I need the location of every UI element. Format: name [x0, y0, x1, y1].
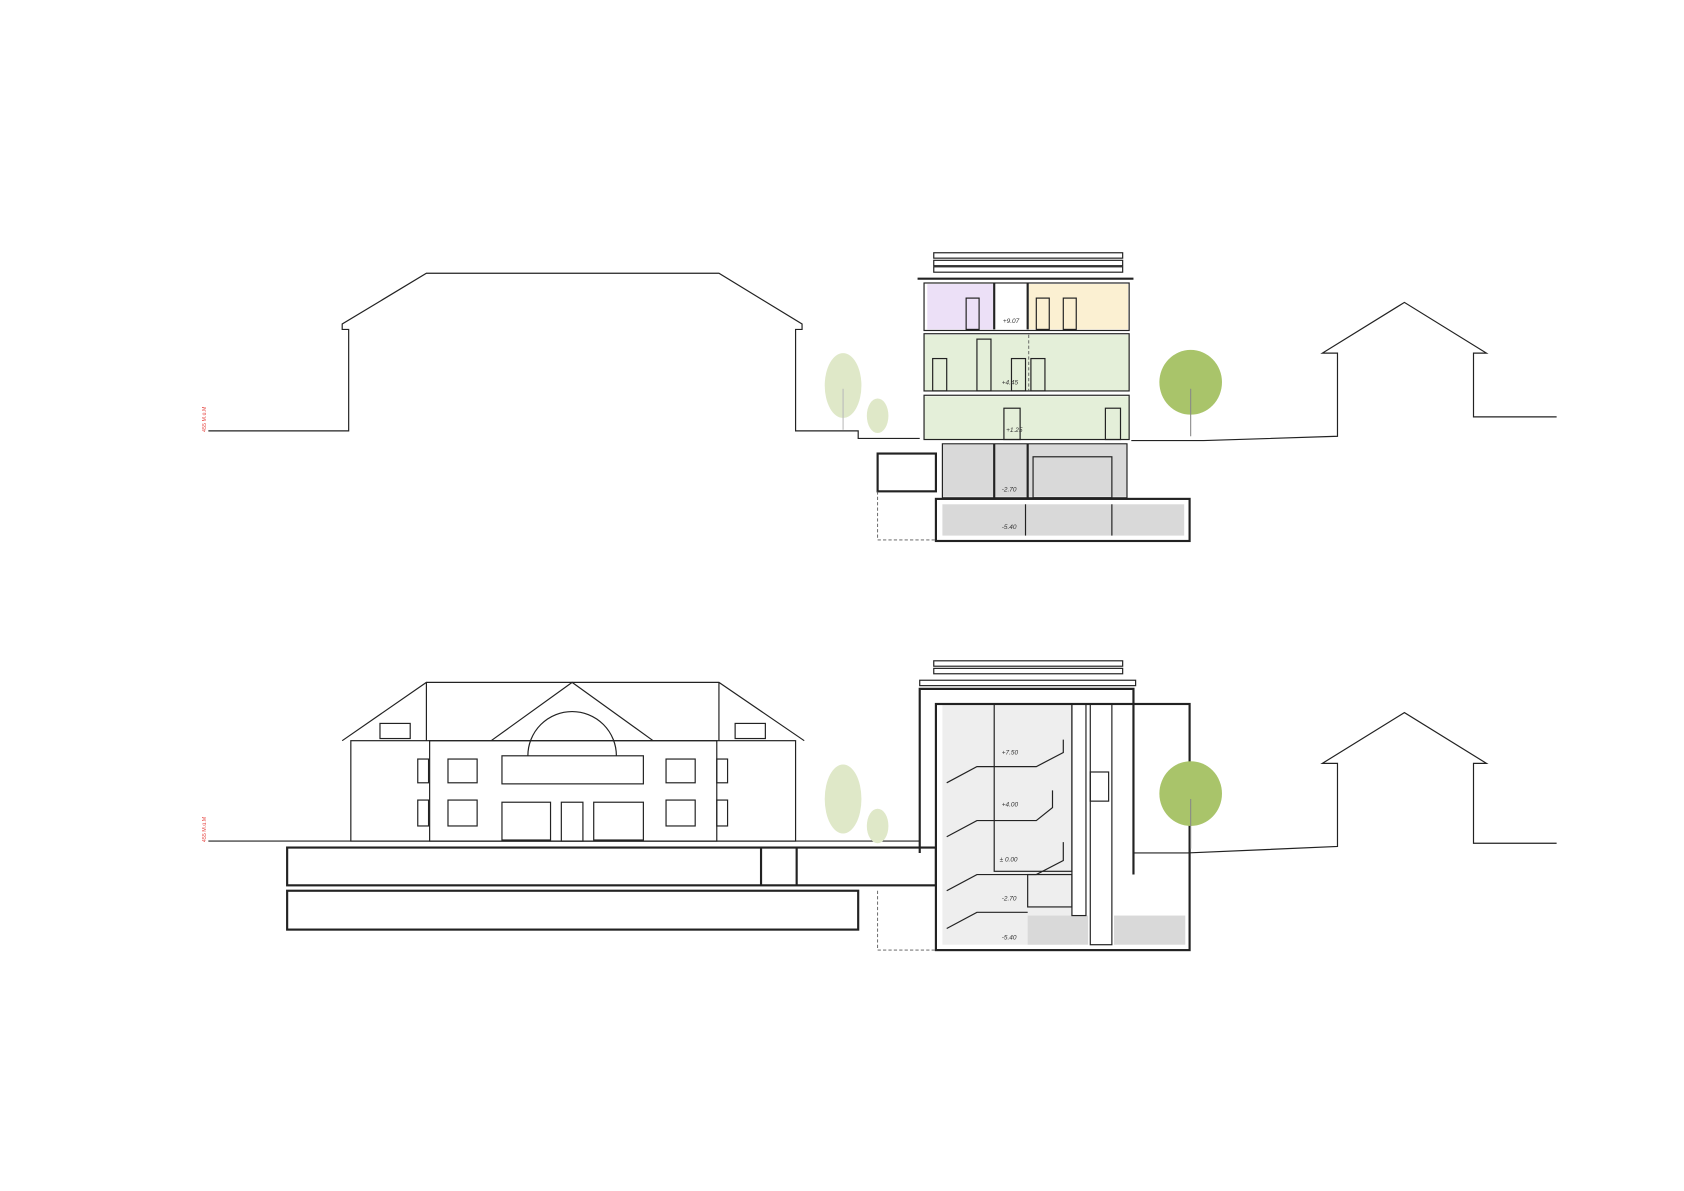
room-yellow: [1028, 284, 1129, 330]
svg-text:+1.25: +1.25: [1006, 427, 1023, 434]
svg-text:-5.40: -5.40: [1002, 934, 1017, 941]
svg-text:-2.70: -2.70: [1002, 486, 1017, 493]
svg-text:+9.07: +9.07: [1003, 318, 1020, 325]
svg-text:-2.70: -2.70: [1002, 895, 1017, 902]
level-markers-elevation: +7.50 +4.00 ± 0.00 -2.70 -5.40: [1000, 750, 1019, 942]
new-building-elev: [918, 687, 1191, 952]
garage-grey: [942, 504, 1185, 536]
storage-grey-elev: [1114, 915, 1186, 945]
garage-grey-elev: [1027, 915, 1089, 945]
structure: [876, 277, 1191, 543]
tree-icons-elev: [824, 761, 1222, 849]
stair-hall: [942, 703, 1072, 945]
datum-label-bottom: 455 M.ü.M: [202, 816, 208, 842]
floor-1-green: [924, 396, 1130, 440]
level-markers-section: +9.07 +4.45 +1.25 -2.70 -5.40: [1002, 318, 1023, 531]
doors: [932, 297, 1122, 499]
neighbour-house-outline-elev: [1133, 711, 1557, 854]
datum-label-top: 455 M.ü.M: [202, 406, 208, 432]
svg-text:+4.45: +4.45: [1002, 379, 1019, 386]
existing-building-outline: [208, 272, 920, 440]
floor-2-green: [924, 334, 1130, 391]
roof-layers: [933, 252, 1124, 273]
basement-grey: [942, 444, 1127, 497]
svg-text:+4.00: +4.00: [1002, 802, 1019, 809]
svg-text:± 0.00: ± 0.00: [1000, 857, 1018, 864]
roof-layers-elev: [919, 660, 1137, 687]
room-purple: [927, 284, 994, 330]
svg-text:+7.50: +7.50: [1002, 750, 1019, 757]
section-drawing: 455 M.ü.M +9.07 +4.: [202, 252, 1557, 543]
underground-volumes: [286, 846, 937, 931]
tree-icons: [824, 349, 1222, 437]
neighbour-house-outline: [1131, 301, 1557, 442]
elevation-drawing: 455 M.ü.M: [202, 660, 1557, 952]
svg-text:-5.40: -5.40: [1002, 524, 1017, 531]
historic-villa: [341, 681, 805, 842]
foundation-dashed: [877, 491, 936, 541]
stair-flights: [946, 739, 1064, 930]
